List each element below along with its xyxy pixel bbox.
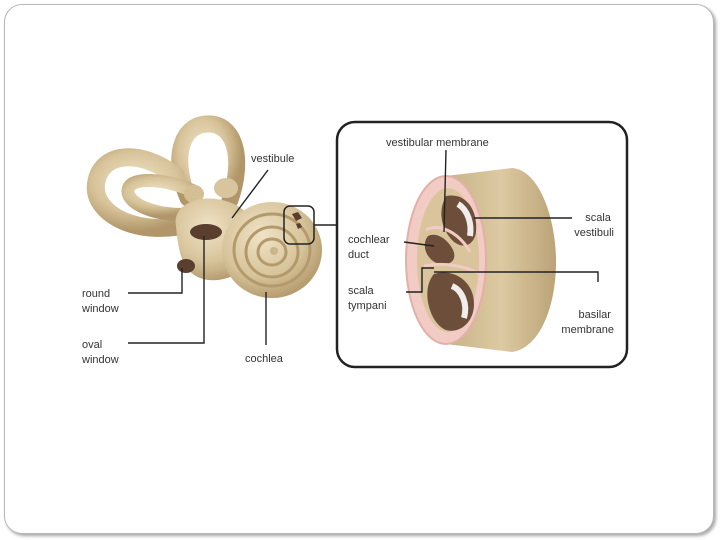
oval-window — [190, 224, 222, 240]
label-oval-window: oval window — [81, 339, 119, 366]
ampulla — [184, 185, 204, 203]
label-cochlear-duct: cochlear duct — [348, 234, 393, 261]
label-cochlea: cochlea — [245, 353, 284, 365]
label-vestibular-membrane: vestibular membrane — [386, 137, 489, 149]
cochlear-duct-cavity — [424, 234, 455, 265]
leader-lines — [128, 149, 599, 345]
label-scala-tympani: scala tympani — [348, 285, 387, 312]
label-basilar-membrane: basilar membrane — [561, 309, 614, 336]
inner-ear-illustration — [86, 115, 322, 298]
text-labels: vestibule round window oval window cochl… — [81, 137, 614, 366]
label-vestibule: vestibule — [251, 153, 294, 165]
cochlea-illustration — [222, 202, 322, 298]
round-window — [177, 259, 195, 273]
superior-canal — [171, 115, 246, 209]
lateral-canal — [121, 174, 207, 221]
posterior-canal — [86, 148, 205, 237]
label-scala-vestibuli: scala vestibuli — [574, 212, 614, 239]
ampulla — [214, 178, 238, 198]
cross-section-inset — [335, 120, 629, 369]
label-round-window: round window — [81, 288, 119, 315]
